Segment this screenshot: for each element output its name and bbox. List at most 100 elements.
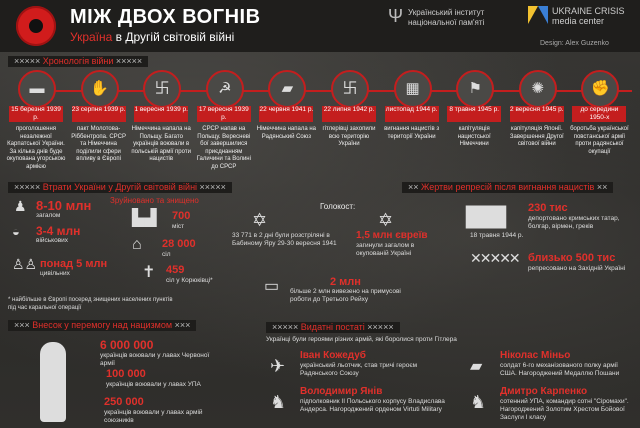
timeline-date: 15 березня 1939 р. [9, 106, 63, 122]
figures-title: ××××× Видатні постаті ××××× [266, 322, 400, 333]
header: МІЖ ДВОХ ВОГНІВ Україна в Другій світові… [0, 0, 640, 52]
timeline-date: 17 вересня 1939 р. [196, 106, 251, 122]
figure-text-3: підполковник II Польського корпусу Влади… [300, 398, 445, 413]
uamc-logo-icon [528, 6, 548, 24]
repressed-text: репресовано на Західній Україні [528, 265, 626, 272]
uamc-name: UKRAINE CRISIS [552, 6, 625, 16]
burned-label: сіл у Корюківці* [166, 277, 213, 284]
timeline: ▬15 березня 1939 р. проголошення незалежн… [6, 68, 636, 170]
city-icon: ▙▟ [132, 210, 157, 227]
flag-ukraine: ▬ [18, 70, 56, 108]
timeline-line [20, 90, 632, 92]
deported-num: 230 тис [528, 202, 568, 214]
timeline-text: боротьба української повстанської армії … [570, 126, 629, 155]
holocaust-text: загинули загалом в окупованій Україні [356, 242, 415, 257]
uamc-sub: media center [552, 16, 605, 26]
holocaust-num: 1,5 млн євреїв [356, 230, 428, 241]
page-subtitle: Україна в Другій світовій війні [70, 30, 234, 44]
timeline-date: листопад 1944 р. [384, 106, 439, 122]
page-title: МІЖ ДВОХ ВОГНІВ [70, 6, 261, 28]
handshake-icon: ✋ [80, 70, 119, 108]
train-date: 18 травня 1944 р. [470, 232, 524, 239]
subtitle-rest: в Другій світовій війні [112, 30, 235, 44]
forced-num: 2 млн [330, 276, 361, 288]
timeline-date: 23 серпня 1939 р. [71, 106, 126, 122]
cross-icon: ✝ [142, 264, 156, 281]
military-num: 3-4 млн [36, 224, 81, 238]
timeline-text: вигнання нацистів з території України [384, 126, 440, 140]
losses-title: ××××× Втрати України у Другій світовій в… [8, 182, 232, 193]
timeline-text: гітлерівці захопили всю територію Україн… [322, 126, 376, 147]
white-flag-icon: ⚑ [456, 70, 495, 108]
holocaust-title: Голокост: [320, 202, 356, 211]
swastika-icon: 卐 [143, 70, 182, 108]
forced-text: більше 2 млн вивезено на примусові робот… [290, 288, 401, 303]
timeline-text: проголошення незалежної Карпатської Укра… [6, 126, 66, 170]
train-icon: ▆▆ [466, 198, 506, 228]
red-army-num: 6 000 000 [100, 338, 154, 352]
hammer-sickle-icon: ☭ [205, 70, 244, 108]
timeline-text: пакт Молотова-Ріббентропа. СРСР та Німеч… [71, 126, 126, 162]
figure-name-3: Володимир Янів [300, 386, 383, 397]
timeline-text: Німеччина напала на Радянський Союз [256, 126, 317, 140]
timeline-date: 2 вересня 1945 р. [509, 106, 564, 122]
timeline-text: Німеччина напала на Польщу. Багато украї… [131, 126, 191, 162]
burned-num: 459 [166, 264, 185, 276]
babyn-text: 33 771 в 2 дні були розстріляні в Бабино… [232, 232, 337, 247]
repressed-num: близько 500 тис [528, 252, 616, 264]
soldier-icon-2: ♞ [470, 392, 487, 412]
poppy-icon [16, 6, 56, 46]
timeline-date: 8 травня 1945 р. [447, 106, 502, 122]
design-credit: Design: Alex Guzenko [540, 40, 609, 47]
subtitle-highlight: Україна [70, 30, 113, 44]
chronology-title: ××××× Хронологія війни ××××× [8, 56, 149, 67]
timeline-date: до середини 1950-х [572, 106, 627, 122]
killed-num: 8-10 млн [36, 198, 92, 213]
upa-num: 100 000 [106, 368, 146, 380]
destroyed-title: Зруйновано та знищено [110, 196, 199, 205]
figure-name-4: Дмитро Карпенко [500, 386, 588, 397]
family-icon: ♙♙ [12, 256, 38, 272]
repressions-title: ×× Жертви репресій після вигнання нацист… [402, 182, 614, 193]
timeline-text: капітуляція нацистської Німеччини [457, 126, 491, 147]
cities-label: міст [172, 223, 185, 230]
tank-icon: ▰ [268, 70, 307, 108]
person-icon: ♟ [14, 198, 27, 214]
deported-text: депортовано кримських татар, болгар, вір… [528, 215, 620, 230]
timeline-date: 22 червня 1941 р. [259, 106, 314, 122]
soldier-silhouette [40, 342, 66, 422]
civil-label: цивільних [40, 270, 70, 277]
figure-text-2: солдат 6-го механізованого полку армії С… [500, 362, 620, 377]
military-label: військових [36, 237, 69, 244]
allies-num: 250 000 [104, 396, 144, 408]
figure-name-1: Іван Кожедуб [300, 350, 366, 361]
tank-icon-figure: ▰ [470, 358, 483, 375]
figure-text-4: сотенний УПА, командир сотні "Сіромахи".… [500, 398, 629, 421]
civil-num: понад 5 млн [40, 258, 108, 270]
figure-name-2: Ніколас Міньо [500, 350, 571, 361]
barbed-wire-icon: ✕✕✕✕✕ [470, 250, 521, 266]
killed-label: загалом [36, 212, 61, 219]
timeline-text: СРСР напав на Польщу. Вересневі бої заве… [196, 126, 251, 170]
trident-icon: Ψ [388, 6, 404, 26]
institute-name: Український інститут національної пам'ят… [408, 8, 485, 27]
star-of-david-icon: ✡ [252, 210, 268, 230]
timeline-date: 1 вересня 1939 р. [134, 106, 189, 122]
star-of-david-icon-2: ✡ [378, 210, 394, 230]
helmet-icon: ◒ [12, 224, 20, 239]
house-icon: ⌂ [132, 236, 142, 253]
timeline-text: капітуляція Японії. Завершення Другої св… [509, 126, 564, 147]
japan-flag-icon: ✺ [518, 70, 557, 108]
cities-num: 700 [172, 210, 191, 222]
red-army-text: українців воювали у лавах Червоної армії [100, 352, 210, 367]
figure-text-1: український льотчик, став тричі героєм Р… [300, 362, 418, 377]
map-icon: ▦ [393, 70, 432, 108]
resistance-icon: ✊ [581, 70, 620, 108]
train-car-icon: ▭ [264, 278, 280, 295]
villages-num: 28 000 [162, 238, 196, 250]
swastika-icon: 卐 [331, 70, 369, 108]
plane-icon: ✈ [270, 356, 286, 376]
villages-label: сіл [162, 251, 171, 258]
figures-intro: Українці були героями різних армій, які … [266, 336, 457, 343]
